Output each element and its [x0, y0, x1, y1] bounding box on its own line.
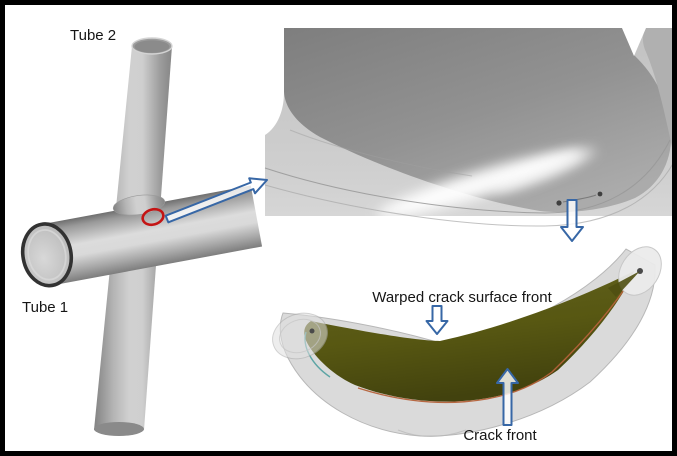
closeup-left-cut	[265, 28, 284, 135]
joint-marker-ellipse	[141, 207, 165, 227]
warped-arrow-icon	[425, 305, 449, 335]
crack-surface-view: Warped crack surface front Crack front	[272, 246, 662, 444]
tube1-label: Tube 1	[22, 299, 68, 316]
crack-front-line	[357, 275, 634, 404]
tube-joint-view: Tube 2 Tube 1	[20, 27, 263, 436]
shell-right-cap	[608, 246, 662, 297]
fillet-shoulder-line	[289, 129, 473, 177]
crack-front-arrow-icon	[496, 368, 519, 426]
closeup-top-notch	[622, 28, 646, 56]
weld-closeup-view	[264, 28, 677, 227]
closeup-to-crack-arrow-icon	[560, 199, 584, 242]
warped-crack-surface-label: Warped crack surface front	[372, 289, 552, 306]
shell-bottom-arc	[397, 429, 467, 437]
closeup-right-surface	[642, 28, 677, 170]
callout-arrows	[164, 177, 584, 426]
weld-toe-line	[264, 139, 671, 214]
weld-edge-line	[264, 155, 677, 227]
crack-surface-shading	[304, 271, 634, 402]
crack-front-label: Crack front	[463, 427, 537, 444]
tube1-cylinder	[20, 185, 263, 288]
crack-location-dots	[556, 191, 603, 206]
tube2-label: Tube 2	[70, 27, 116, 44]
fillet-highlight-2	[493, 147, 597, 193]
detail-callout-arrow-icon	[164, 177, 268, 224]
shell-left-cap	[272, 312, 328, 360]
